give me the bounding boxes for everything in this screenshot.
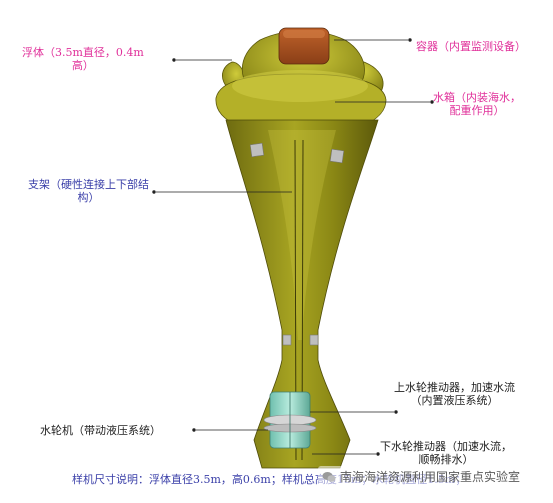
label-float: 浮体（3.5m直径，0.4m 高） xyxy=(22,46,144,72)
wechat-icon xyxy=(322,471,336,482)
label-lower-thruster: 下水轮推动器（加速水流， 顺畅排水） xyxy=(380,440,512,466)
watermark: 南海海洋资源利用国家重点实验室 xyxy=(318,466,525,487)
label-water-tank: 水箱（内装海水， 配重作用） xyxy=(433,91,521,117)
label-support: 支架（硬性连接上下部结 构） xyxy=(28,178,149,204)
label-upper-thruster: 上水轮推动器，加速水流 （内置液压系统） xyxy=(394,381,515,407)
pointer-lines xyxy=(152,38,434,456)
container-box xyxy=(278,27,330,65)
water-turbine xyxy=(263,391,317,449)
label-container: 容器（内置监测设备） xyxy=(416,40,526,53)
label-turbine: 水轮机（带动液压系统） xyxy=(40,424,161,437)
watermark-text: 南海海洋资源利用国家重点实验室 xyxy=(340,470,521,484)
